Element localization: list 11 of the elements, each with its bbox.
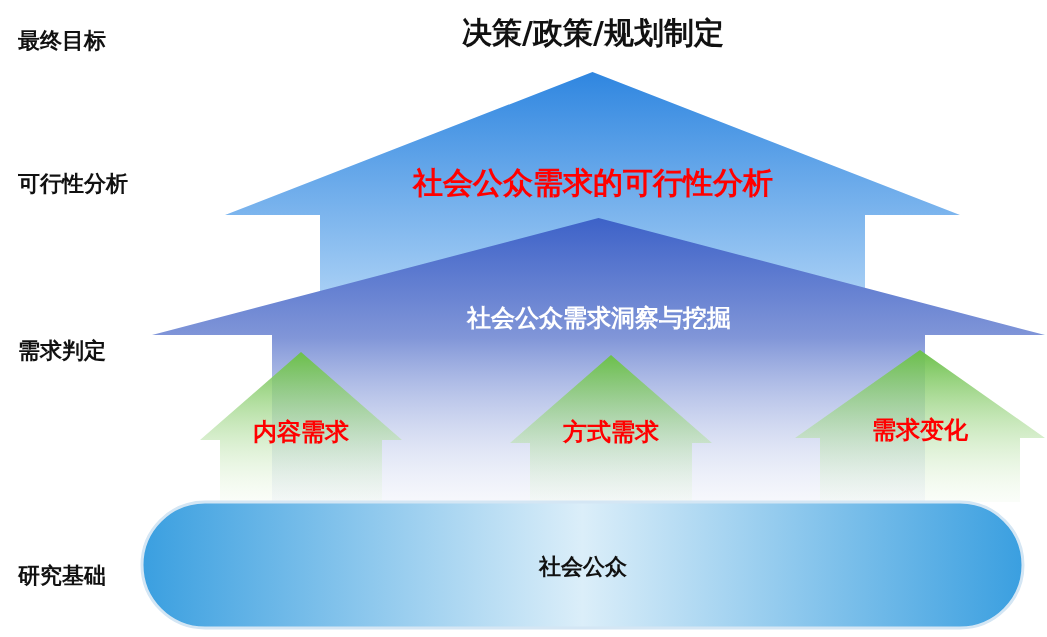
title: 决策/政策/规划制定	[462, 15, 724, 51]
level-label: 可行性分析	[18, 171, 128, 198]
arrow-label: 内容需求	[253, 417, 349, 447]
arrow-label: 社会公众需求洞察与挖掘	[466, 303, 731, 333]
arrow-label: 社会公众需求的可行性分析	[412, 165, 773, 201]
level-label: 最终目标	[18, 28, 106, 55]
arrow-label: 需求变化	[872, 415, 968, 445]
level-label: 需求判定	[18, 338, 106, 365]
band-label: 社会公众	[538, 553, 627, 581]
level-label: 研究基础	[18, 563, 106, 590]
arrow-label: 方式需求	[563, 417, 659, 447]
